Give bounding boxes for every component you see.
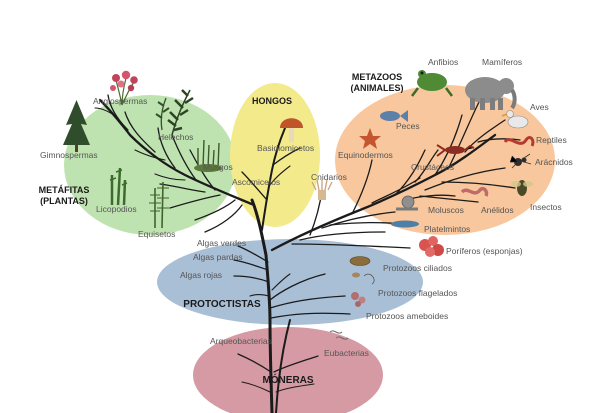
label-protozoos-ciliados: Protozoos ciliados xyxy=(383,263,452,273)
mushroom-icon xyxy=(280,118,303,142)
horsetail-icon xyxy=(149,181,169,229)
label-crustaceos: Crustáceos xyxy=(411,162,454,172)
label-protozoos-ameboides: Protozoos ameboides xyxy=(366,311,448,321)
label-musgos: Musgos xyxy=(203,162,233,172)
moss-icon xyxy=(194,139,222,172)
group-title-metazoos: METAZOOS xyxy=(352,72,402,82)
label-peces: Peces xyxy=(396,121,420,131)
label-equisetos: Equisetos xyxy=(138,229,175,239)
label-algas-pardas: Algas pardas xyxy=(193,252,243,262)
label-angiospermas: Angiospermas xyxy=(93,96,147,106)
starfish-icon xyxy=(359,128,381,149)
snake-icon xyxy=(503,136,535,147)
spider-icon xyxy=(510,153,532,169)
label-cnidarios: Cnidarios xyxy=(311,172,347,182)
group-title-moneras: MÓNERAS xyxy=(262,373,313,386)
label-insectos: Insectos xyxy=(530,202,562,212)
insect-icon xyxy=(511,180,533,196)
anemone-icon xyxy=(311,179,333,200)
flatworm-icon xyxy=(391,220,419,228)
label-anelidos: Anélidos xyxy=(481,205,514,215)
lobster-icon xyxy=(436,144,475,157)
angiosperm-flower-icon xyxy=(110,70,138,106)
fern-icon xyxy=(155,89,194,136)
sponge-icon xyxy=(419,236,444,257)
snail-icon xyxy=(396,195,418,211)
label-aracnidos: Arácnidos xyxy=(535,157,573,167)
label-arqueobacterias: Arqueobacterias xyxy=(210,336,272,346)
label-ascomicetos: Ascomicetos xyxy=(232,177,280,187)
label-equinodermos: Equinodermos xyxy=(338,150,393,160)
label-anfibios: Anfibios xyxy=(428,57,458,67)
label-basidiomicetos: Basidiomicetos xyxy=(257,143,314,153)
bird-icon xyxy=(501,110,529,129)
label-mamiferos: Mamíferos xyxy=(482,57,522,67)
label-aves: Aves xyxy=(530,102,549,112)
label-moluscos: Moluscos xyxy=(428,205,464,215)
group-title-hongos: HONGOS xyxy=(252,96,292,106)
label-gimnospermas: Gimnospermas xyxy=(40,150,98,160)
label-algas-rojas: Algas rojas xyxy=(180,270,222,280)
label-licopodios: Licopodios xyxy=(96,204,137,214)
region-metafitas xyxy=(64,95,236,235)
group-subtitle-metafitas: (PLANTAS) xyxy=(40,196,88,206)
elephant-icon xyxy=(465,77,517,110)
group-title-metafitas: METÁFITAS xyxy=(39,185,90,195)
lycopod-icon xyxy=(109,167,128,206)
frog-icon xyxy=(411,70,453,97)
label-protozoos-flagelados: Protozoos flagelados xyxy=(378,288,457,298)
label-eubacterias: Eubacterias xyxy=(324,348,369,358)
label-platelmintos: Platelmintos xyxy=(424,224,470,234)
label-reptiles: Reptiles xyxy=(536,135,567,145)
group-subtitle-metazoos: (ANIMALES) xyxy=(351,83,404,93)
flagellate-icon xyxy=(351,292,366,307)
gymnosperm-tree-icon xyxy=(63,100,90,152)
ciliate-icon xyxy=(349,256,375,285)
label-helechos: Helechos xyxy=(158,132,193,142)
label-poriferos: Poríferos (esponjas) xyxy=(446,246,523,256)
bacteria-icon xyxy=(329,330,349,340)
region-moneras xyxy=(193,327,383,413)
fish-icon xyxy=(380,110,408,122)
tree-branches xyxy=(94,94,521,413)
label-algas-verdes: Algas verdes xyxy=(197,238,246,248)
group-title-protoctistas: PROTOCTISTAS xyxy=(183,299,261,310)
worm-icon xyxy=(460,186,489,197)
